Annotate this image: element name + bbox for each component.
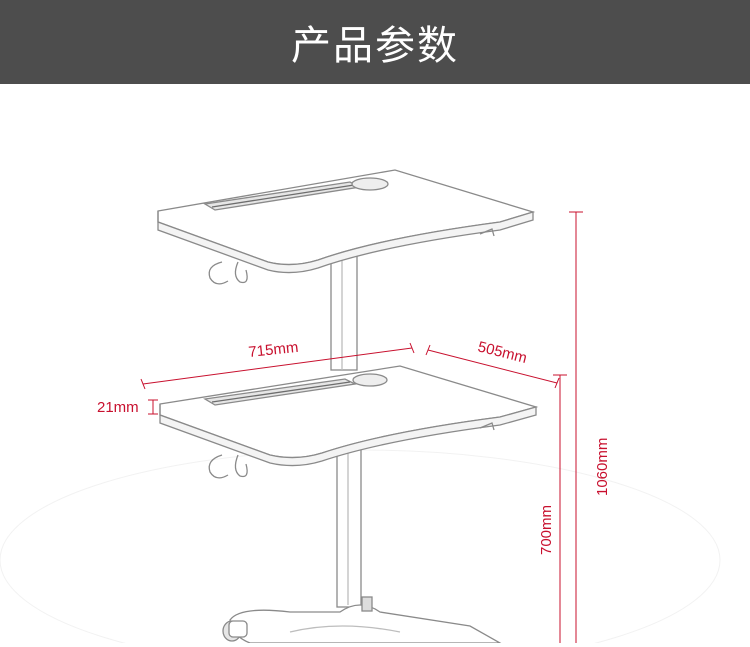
upper-cup-holder: [351, 177, 389, 191]
upper-desk: [157, 169, 536, 371]
product-illustration: 715mm 505mm 21mm 700mm 1060mm: [0, 84, 750, 647]
upper-tabletop-edge: [157, 211, 534, 274]
desk-diagram: 715mm 505mm 21mm 700mm 1060mm: [0, 169, 721, 647]
depth-dim-line: [427, 349, 558, 384]
min-height-label: 700mm: [538, 505, 555, 555]
page-title: 产品参数: [291, 23, 459, 69]
width-dim-line: [142, 347, 413, 385]
lower-tabletop-edge: [159, 404, 537, 467]
lower-bag-hook: [208, 454, 248, 479]
dimension-lines: [140, 211, 583, 643]
max-height-label: 1060mm: [594, 438, 611, 496]
lower-cup-holder: [352, 373, 388, 387]
upper-lever: [479, 228, 495, 237]
width-label: 715mm: [248, 339, 300, 361]
upper-column: [330, 249, 358, 371]
lower-column: [336, 446, 362, 608]
gas-spring-clip: [361, 596, 373, 612]
header-bar: 产品参数: [0, 0, 750, 84]
lower-desk: [159, 365, 539, 644]
lower-lever: [479, 422, 495, 431]
depth-label: 505mm: [476, 338, 529, 367]
upper-bag-hook: [208, 261, 248, 285]
thickness-label: 21mm: [97, 399, 139, 416]
